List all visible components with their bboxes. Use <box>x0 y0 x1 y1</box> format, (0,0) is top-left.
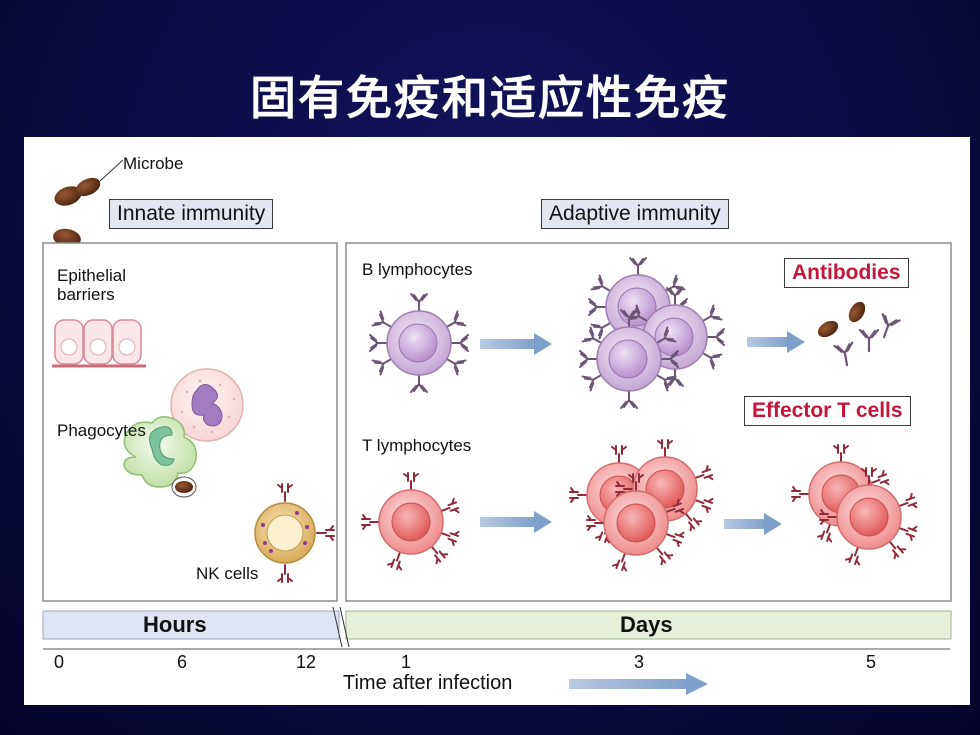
antibody-arrowhead <box>787 331 805 353</box>
tick-hours-12: 12 <box>296 652 317 672</box>
neutrophil-icon <box>170 368 244 442</box>
time-arrowhead <box>686 673 708 695</box>
tick-hours-6: 6 <box>177 652 188 672</box>
proliferation-arrow-b <box>480 339 536 349</box>
tick-days-5: 5 <box>866 652 877 672</box>
hours-bar <box>42 610 340 640</box>
nk-cell-icon <box>254 483 335 583</box>
effector-t-cells-label: Effector T cells <box>744 396 911 426</box>
proliferation-arrowhead-b <box>534 333 552 355</box>
time-arrow <box>569 679 689 689</box>
slide-title: 固有免疫和适应性免疫 <box>250 71 730 125</box>
tick-days-1: 1 <box>401 652 412 672</box>
nk-cells-label: NK cells <box>196 564 259 583</box>
phagocytes-label: Phagocytes <box>57 421 146 440</box>
immunity-figure: Microbe Innate immunity Adaptive immunit… <box>24 137 970 705</box>
tick-days-3: 3 <box>634 652 645 672</box>
microbe-label: Microbe <box>123 154 184 173</box>
epithelial-barriers-label: Epithelial barriers <box>57 266 126 304</box>
tick-hours-0: 0 <box>54 652 65 672</box>
adaptive-immunity-label: Adaptive immunity <box>541 199 729 229</box>
proliferation-arrow-t <box>480 517 536 527</box>
effector-arrow <box>724 519 766 529</box>
days-bar <box>345 610 952 640</box>
hours-label: Hours <box>143 612 207 637</box>
time-after-infection-label: Time after infection <box>343 672 513 694</box>
t-lymphocytes-label: T lymphocytes <box>362 436 472 455</box>
antibodies-icon <box>817 301 901 368</box>
b-lymphocytes-label: B lymphocytes <box>362 260 473 279</box>
epithelial-cells-icon <box>52 319 146 368</box>
macrophage-icon <box>123 416 197 498</box>
proliferation-arrowhead-t <box>534 511 552 533</box>
days-label: Days <box>620 612 673 637</box>
effector-arrowhead <box>764 513 782 535</box>
antibody-arrow <box>747 337 789 347</box>
innate-immunity-label: Innate immunity <box>109 199 274 229</box>
antibodies-label: Antibodies <box>784 258 909 288</box>
